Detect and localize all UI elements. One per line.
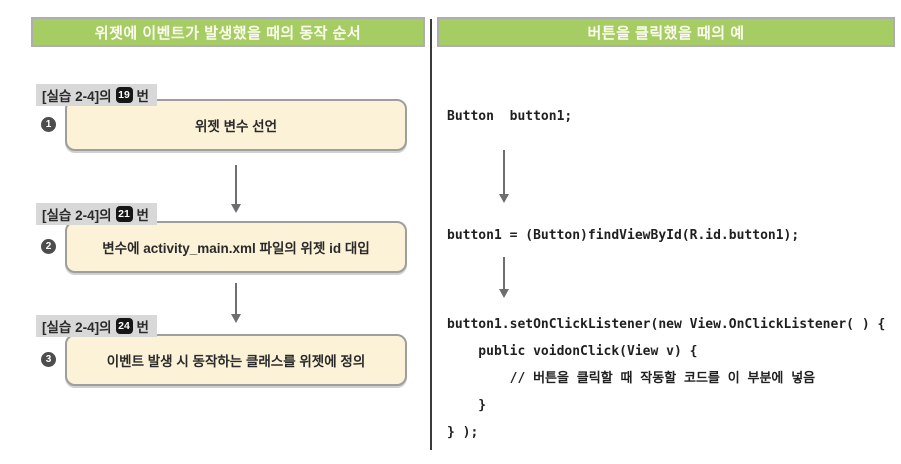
down-arrow-icon [499, 150, 509, 203]
code-declare-variable: Button button1; [447, 109, 573, 124]
left-panel-header: 위젯에 이벤트가 발생했을 때의 동작 순서 [31, 17, 425, 47]
step1-line-number-badge: 19 [115, 87, 133, 103]
step1-label: [실습 2-4]의 19 번 [36, 84, 157, 106]
step2-line-number-badge: 21 [115, 206, 133, 222]
step3-label-suffix: 번 [136, 320, 149, 335]
step1-number-icon: 1 [41, 117, 56, 132]
code-line: public voidonClick(View v) { [447, 344, 698, 359]
step3-box: 이벤트 발생 시 동작하는 클래스를 위젯에 정의 [65, 334, 407, 386]
step3-number-icon: 3 [41, 352, 56, 367]
step2-box: 변수에 activity_main.xml 파일의 위젯 id 대입 [65, 221, 407, 273]
step1-box: 위젯 변수 선언 [65, 99, 407, 151]
step3-label-prefix: [실습 2-4]의 [42, 320, 112, 335]
step3-label: [실습 2-4]의 24 번 [36, 315, 157, 337]
step2-label-suffix: 번 [136, 208, 149, 223]
panel-divider [430, 19, 432, 450]
step2-number-icon: 2 [41, 239, 56, 254]
down-arrow-icon [499, 257, 509, 298]
code-click-listener-block: button1.setOnClickListener(new View.OnCl… [447, 311, 885, 446]
step2-label-prefix: [실습 2-4]의 [42, 208, 112, 223]
code-line-comment: // 버튼을 클릭할 때 작동할 코드를 이 부분에 넣음 [447, 371, 816, 386]
step1-label-prefix: [실습 2-4]의 [42, 89, 112, 104]
right-panel-header: 버튼을 클릭했을 때의 예 [437, 17, 895, 47]
down-arrow-icon [231, 283, 241, 323]
step3-line-number-badge: 24 [115, 318, 133, 334]
down-arrow-icon [231, 165, 241, 213]
code-line: button1.setOnClickListener(new View.OnCl… [447, 317, 886, 332]
step1-label-suffix: 번 [136, 89, 149, 104]
step2-label: [실습 2-4]의 21 번 [36, 203, 157, 225]
code-line: } [447, 398, 487, 413]
code-find-view-by-id: button1 = (Button)findViewById(R.id.butt… [447, 228, 800, 243]
code-line: } ); [447, 425, 479, 440]
